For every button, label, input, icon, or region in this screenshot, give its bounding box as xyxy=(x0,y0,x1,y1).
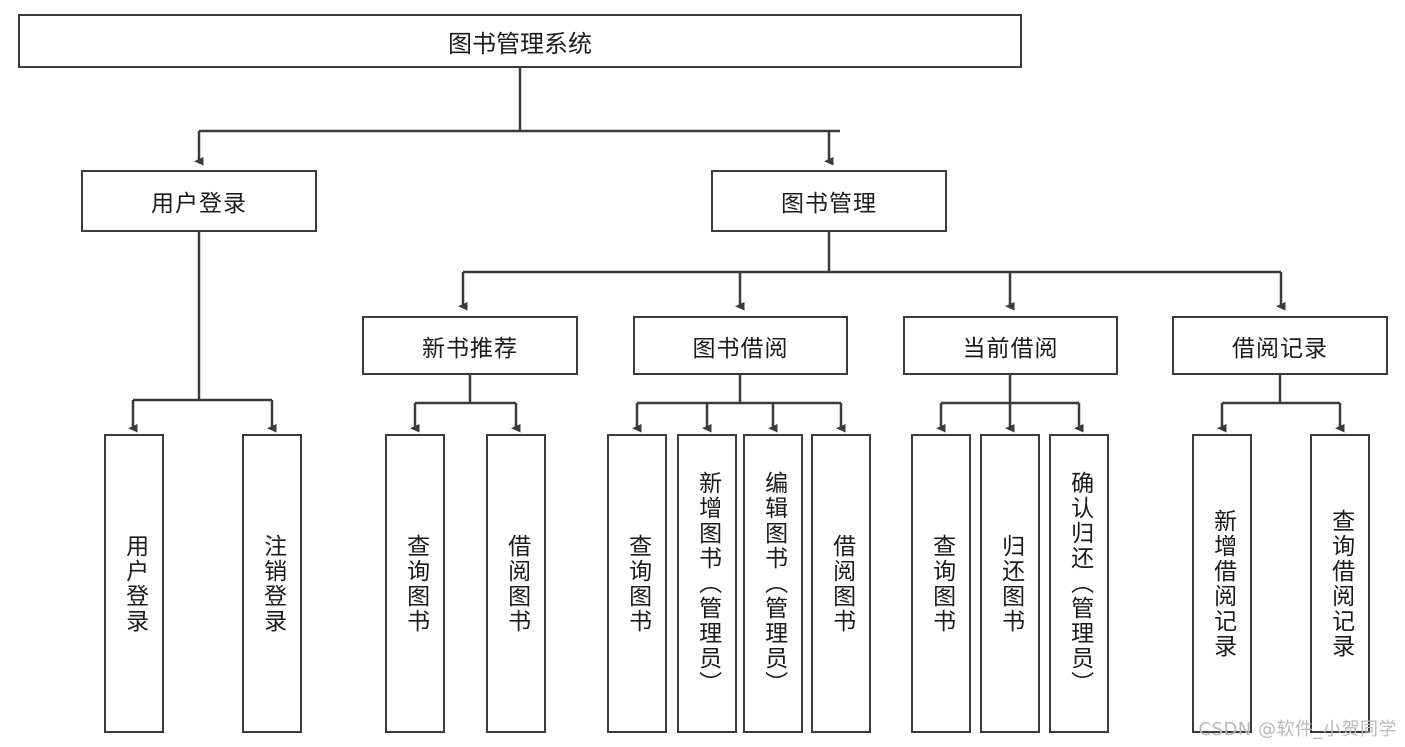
watermark: CSDN @软件_小贺同学 xyxy=(1198,719,1397,740)
node-book-borrow[interactable]: 图书借阅 xyxy=(633,316,848,375)
leaf-book-borrow-add[interactable]: 新增图书（管理员） xyxy=(677,434,737,733)
leaf-label: 注销登录 xyxy=(259,533,286,634)
node-user-login[interactable]: 用户登录 xyxy=(81,170,317,232)
leaf-borrow-record-query[interactable]: 查询借阅记录 xyxy=(1310,434,1370,733)
node-root-label: 图书管理系统 xyxy=(448,29,592,58)
leaf-label: 借阅图书 xyxy=(828,533,855,634)
leaf-label: 查询图书 xyxy=(624,533,651,634)
leaf-label: 新增图书（管理员） xyxy=(694,471,721,696)
leaf-label: 新增借阅记录 xyxy=(1209,508,1236,659)
leaf-current-borrow-confirm-return[interactable]: 确认归还（管理员） xyxy=(1049,434,1109,733)
node-new-book-recommend-label: 新书推荐 xyxy=(422,335,518,362)
node-book-management[interactable]: 图书管理 xyxy=(711,170,947,232)
leaf-new-book-borrow[interactable]: 借阅图书 xyxy=(486,434,546,733)
leaf-current-borrow-return[interactable]: 归还图书 xyxy=(980,434,1040,733)
leaf-book-borrow-edit[interactable]: 编辑图书（管理员） xyxy=(743,434,803,733)
leaf-label: 查询图书 xyxy=(402,533,429,634)
node-current-borrow[interactable]: 当前借阅 xyxy=(903,316,1118,375)
node-root[interactable]: 图书管理系统 xyxy=(18,14,1022,68)
leaf-current-borrow-query[interactable]: 查询图书 xyxy=(911,434,971,733)
node-book-management-label: 图书管理 xyxy=(781,191,877,217)
leaf-label: 查询借阅记录 xyxy=(1327,508,1354,659)
leaf-label: 归还图书 xyxy=(997,533,1024,634)
node-current-borrow-label: 当前借阅 xyxy=(962,335,1059,362)
leaf-user-login-logout[interactable]: 注销登录 xyxy=(242,434,302,733)
leaf-book-borrow-borrow[interactable]: 借阅图书 xyxy=(811,434,871,733)
leaf-label: 借阅图书 xyxy=(503,533,530,634)
leaf-user-login-login[interactable]: 用户登录 xyxy=(104,434,164,733)
leaf-book-borrow-query[interactable]: 查询图书 xyxy=(607,434,667,733)
leaf-borrow-record-add[interactable]: 新增借阅记录 xyxy=(1192,434,1252,733)
leaf-label: 查询图书 xyxy=(928,533,955,634)
leaf-label: 编辑图书（管理员） xyxy=(760,471,787,696)
leaf-new-book-query[interactable]: 查询图书 xyxy=(385,434,445,733)
leaf-label: 确认归还（管理员） xyxy=(1066,471,1093,696)
node-borrow-record[interactable]: 借阅记录 xyxy=(1172,316,1388,375)
node-new-book-recommend[interactable]: 新书推荐 xyxy=(362,316,578,375)
node-borrow-record-label: 借阅记录 xyxy=(1232,335,1328,362)
node-book-borrow-label: 图书借阅 xyxy=(692,335,789,362)
leaf-label: 用户登录 xyxy=(121,533,148,634)
node-user-login-label: 用户登录 xyxy=(151,191,247,217)
